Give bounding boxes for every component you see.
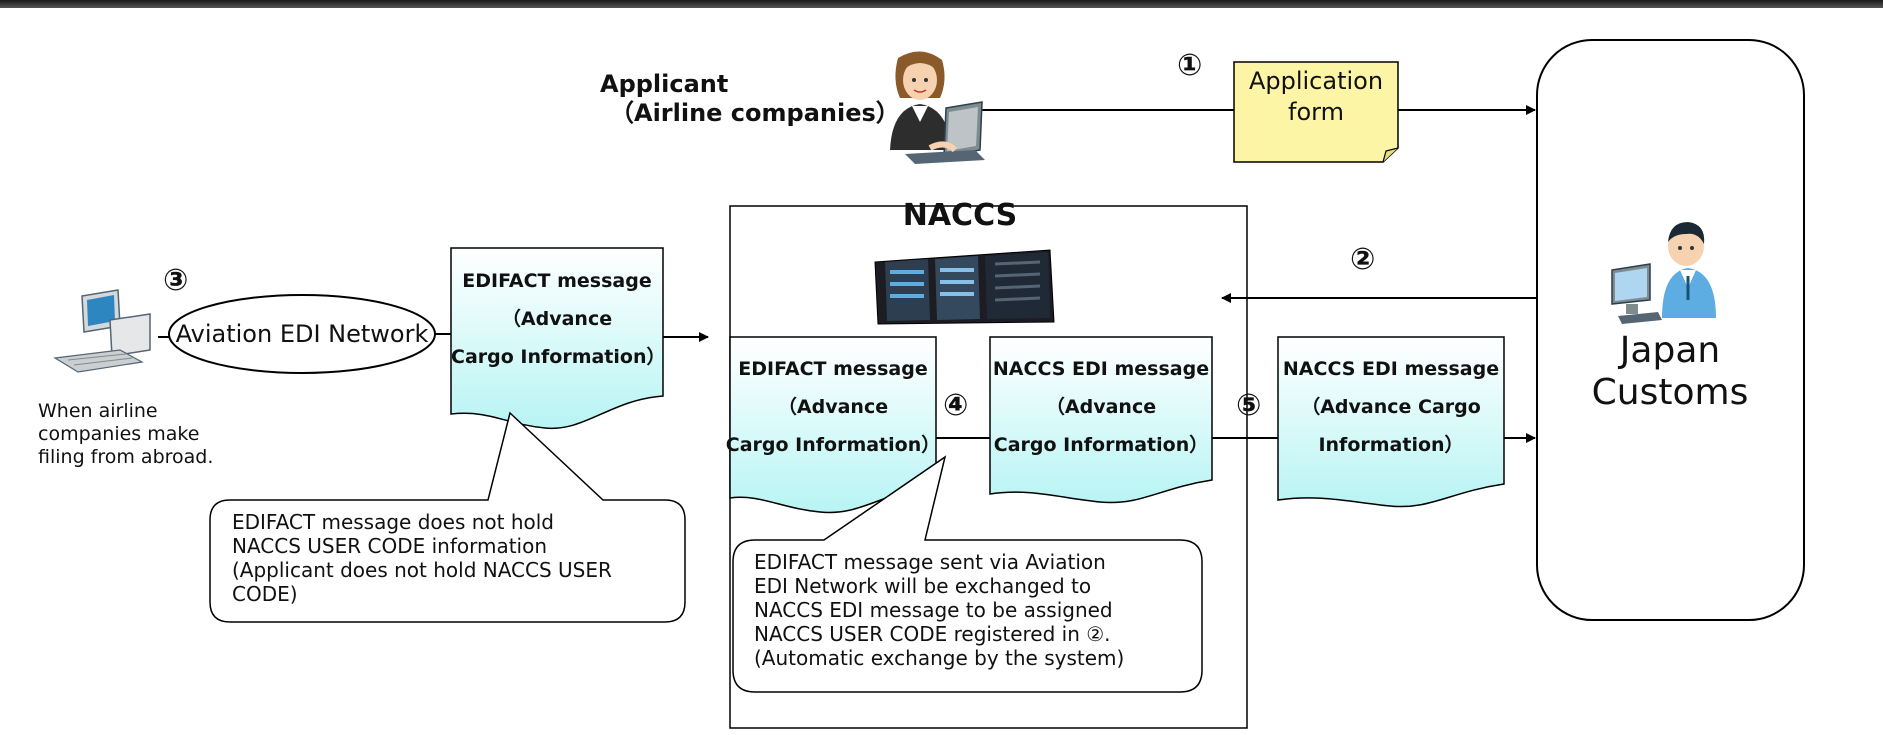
naccs-inner-doc-text: NACCS EDI message （Advance Cargo Informa…	[990, 350, 1212, 464]
abroad-note-line1: When airline	[38, 400, 158, 422]
abroad-note-line3: filing from abroad.	[38, 446, 214, 468]
japan-customs-line1: Japan	[1619, 330, 1721, 371]
left-callout-line3: (Applicant does not hold NACCS USER	[232, 558, 612, 582]
naccs-outer-line3: Information）	[1318, 434, 1464, 456]
edifact-outer-line1: EDIFACT message	[462, 270, 652, 292]
applicant-label-line1: Applicant	[600, 70, 729, 98]
abroad-note-line2: companies make	[38, 423, 200, 445]
edifact-outer-line2: （Advance	[501, 308, 613, 330]
edifact-outer-line3: Cargo Information）	[451, 346, 666, 368]
applicant-label-line2: （Airline companies）	[610, 99, 900, 127]
edifact-inner-line2: （Advance	[777, 396, 889, 418]
naccs-inner-line3: Cargo Information）	[993, 434, 1209, 456]
naccs-outer-doc-text: NACCS EDI message （Advance Cargo Informa…	[1278, 350, 1504, 464]
person-with-laptop-icon	[890, 51, 985, 164]
middle-callout-line2: EDI Network will be exchanged to	[754, 574, 1092, 598]
edifact-outer-doc-text: EDIFACT message （Advance Cargo Informati…	[451, 262, 666, 376]
middle-callout-shape	[732, 455, 1203, 693]
naccs-outer-doc-shape	[1277, 336, 1505, 508]
step-1-marker: ①	[1177, 48, 1203, 83]
middle-callout-line1: EDIFACT message sent via Aviation	[754, 550, 1106, 574]
edifact-outer-doc-shape	[450, 247, 664, 430]
applicant-label: Applicant （Airline companies）	[600, 70, 900, 128]
left-callout-line4: CODE)	[232, 582, 298, 606]
edifact-inner-line3: Cargo Information）	[725, 434, 941, 456]
naccs-inner-line1: NACCS EDI message	[992, 358, 1210, 380]
application-form-label: Application form	[1234, 66, 1398, 128]
naccs-outer-line1: NACCS EDI message	[1282, 358, 1500, 380]
left-callout-text: EDIFACT message does not hold NACCS USER…	[232, 510, 677, 606]
left-callout-line2: NACCS USER CODE information	[232, 534, 548, 558]
top-rule	[0, 0, 1883, 8]
left-callout-line1: EDIFACT message does not hold	[232, 510, 555, 534]
step-4-marker: ④	[943, 388, 969, 423]
middle-callout-line5: (Automatic exchange by the system)	[754, 646, 1125, 670]
abroad-note: When airline companies make filing from …	[38, 400, 213, 469]
step-2-marker: ②	[1350, 242, 1376, 277]
step-3-marker: ③	[163, 263, 189, 298]
desktop-computer-icon	[53, 289, 151, 373]
edifact-inner-line1: EDIFACT message	[738, 358, 928, 380]
naccs-inner-line2: （Advance	[1045, 396, 1157, 418]
aviation-edi-network-label: Aviation EDI Network	[175, 320, 429, 348]
edifact-inner-doc-text: EDIFACT message （Advance Cargo Informati…	[722, 350, 944, 464]
application-form-line2: form	[1288, 98, 1344, 126]
naccs-inner-doc-shape	[989, 336, 1213, 504]
application-form-line1: Application	[1248, 67, 1384, 95]
naccs-outer-line2: （Advance Cargo	[1301, 396, 1481, 418]
japan-customs-label: Japan Customs	[1540, 330, 1800, 414]
japan-customs-line2: Customs	[1591, 372, 1749, 413]
step-5-marker: ⑤	[1236, 388, 1262, 423]
server-rack-icon	[874, 249, 1055, 325]
left-callout-shape	[209, 411, 686, 623]
japan-customs-box	[1536, 39, 1805, 621]
middle-callout-line4: NACCS USER CODE registered in ②.	[754, 622, 1111, 646]
middle-callout-text: EDIFACT message sent via Aviation EDI Ne…	[754, 550, 1194, 670]
middle-callout-line3: NACCS EDI message to be assigned	[754, 598, 1113, 622]
naccs-title: NACCS	[902, 198, 1018, 233]
customs-officer-at-computer-icon	[1611, 222, 1716, 324]
